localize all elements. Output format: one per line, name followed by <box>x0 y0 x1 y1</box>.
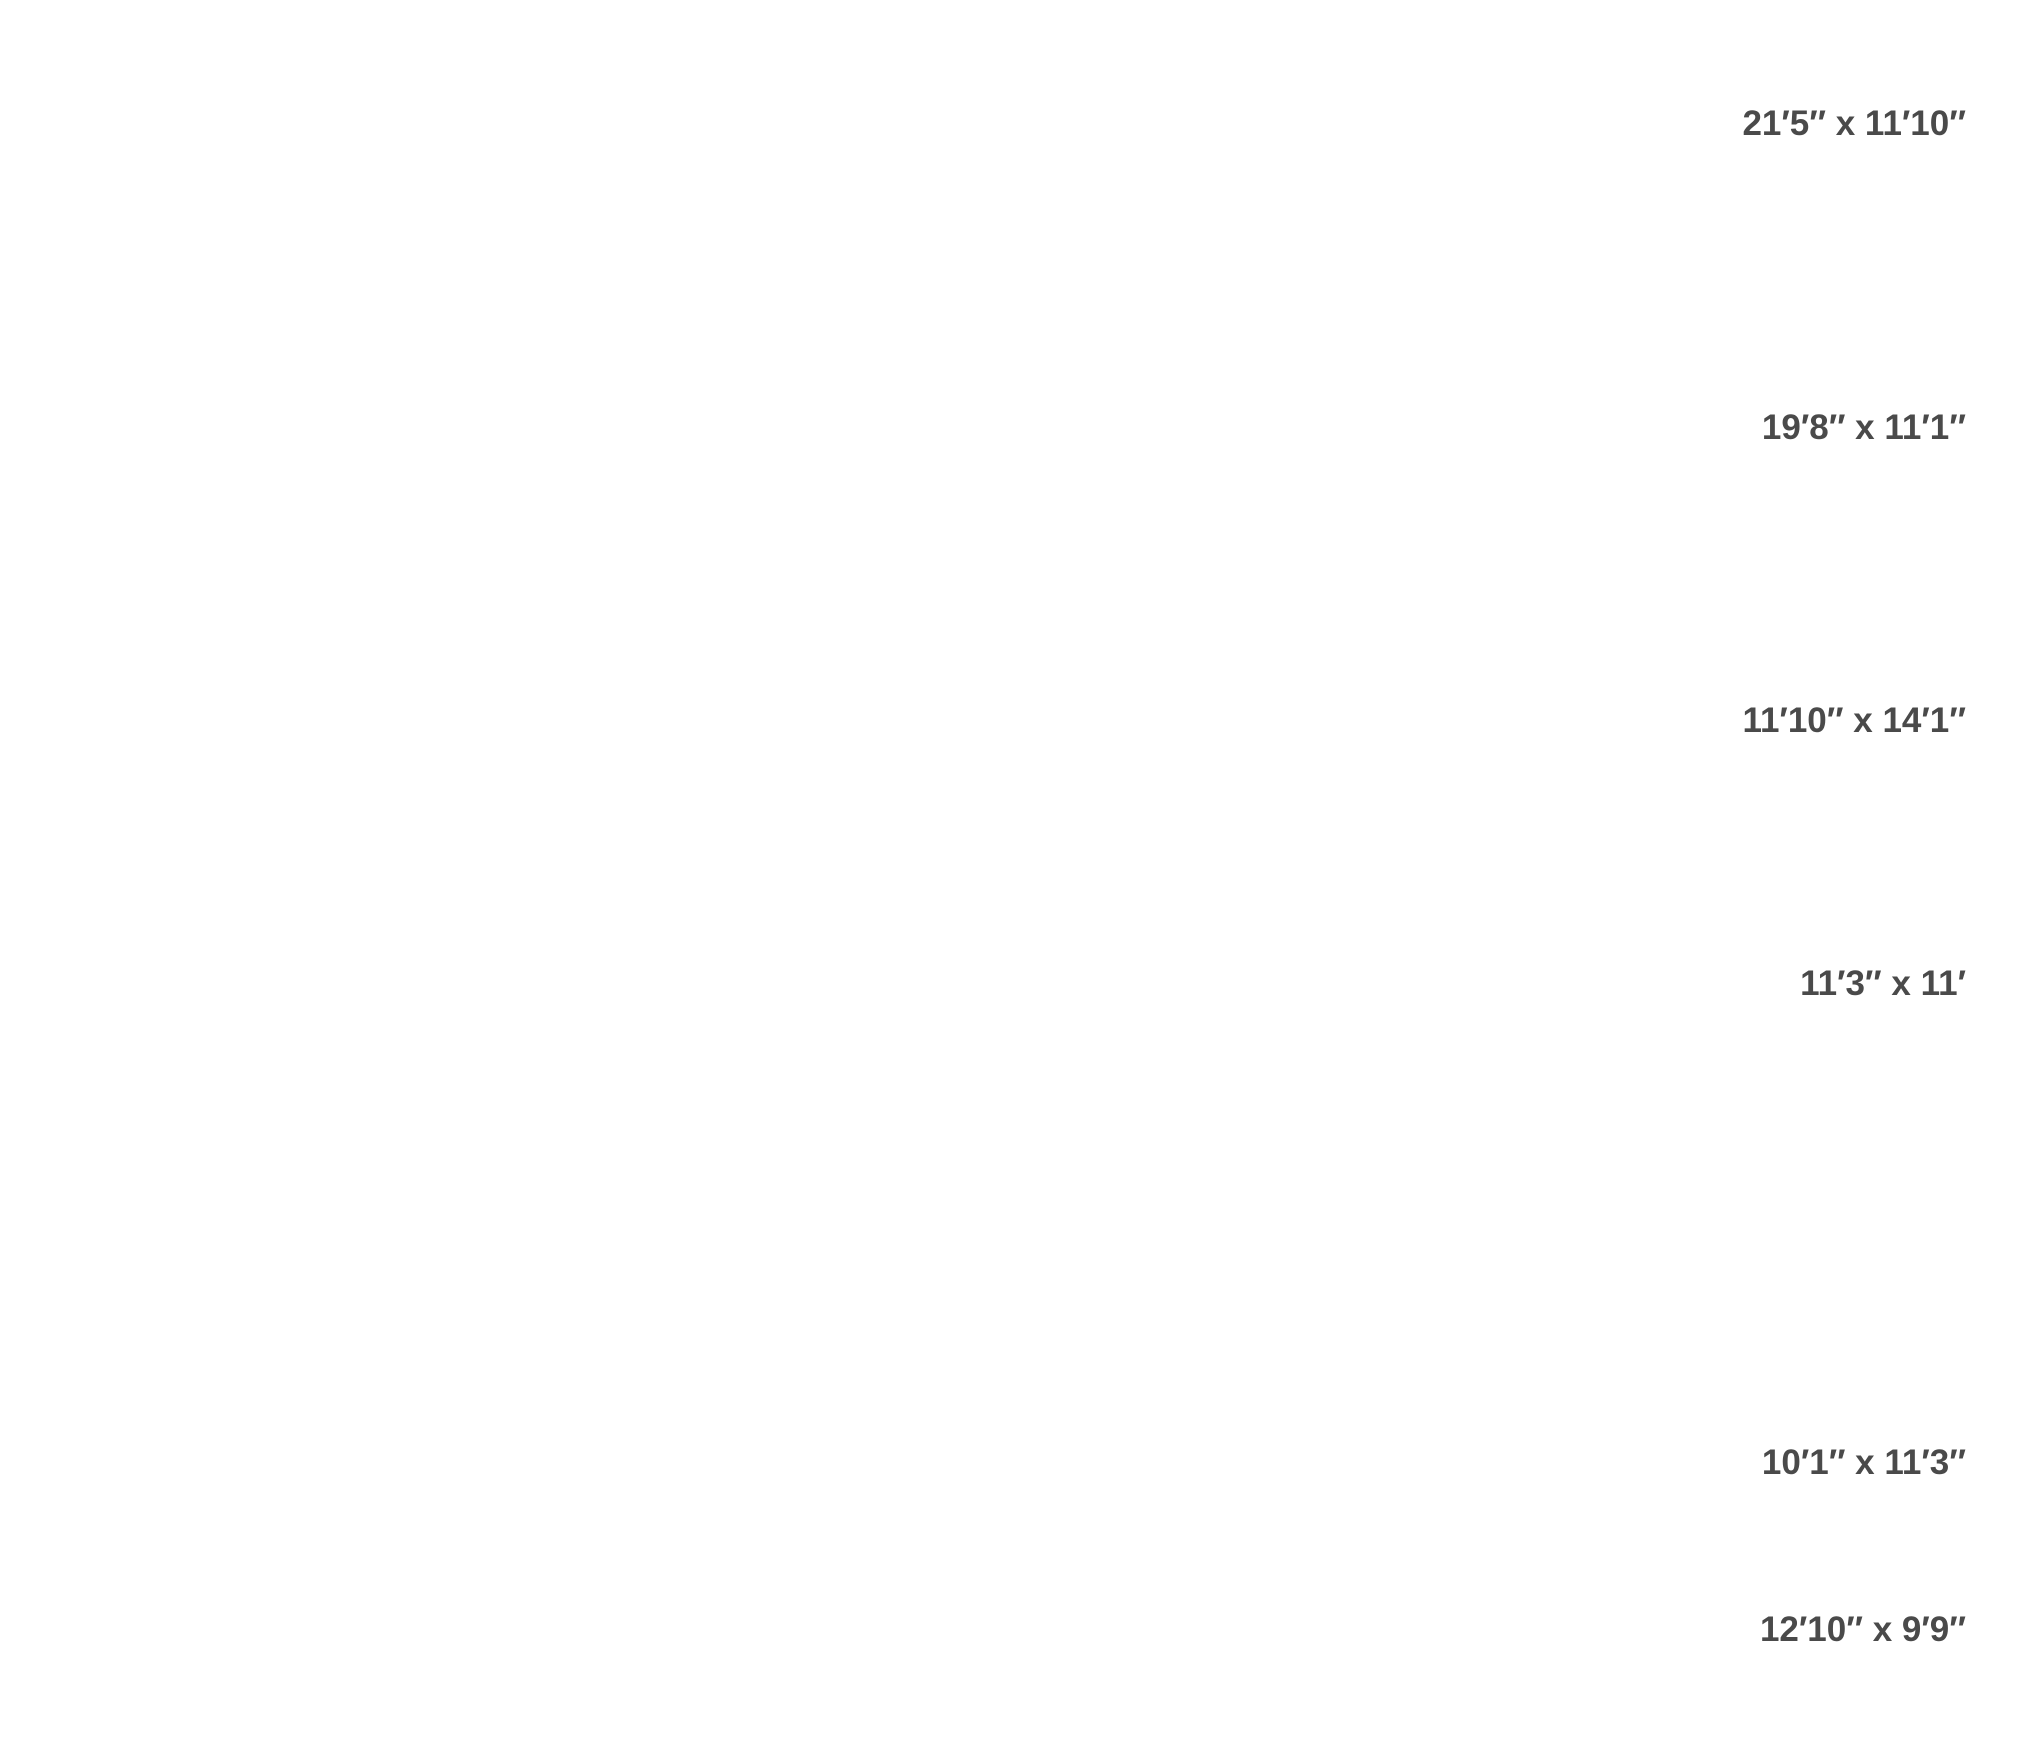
room-dimension-label: 11′10″ x 14′1″ <box>1742 701 1966 740</box>
room-dimension-label: 10′1″ x 11′3″ <box>1761 1443 1966 1482</box>
room-dimension-label: 19′8″ x 11′1″ <box>1761 408 1966 447</box>
room-dimension-label: 21′5″ x 11′10″ <box>1742 104 1966 143</box>
room-dimension-label: 12′10″ x 9′9″ <box>1759 1610 1966 1649</box>
room-dimension-label: 11′3″ x 11′ <box>1800 964 1966 1003</box>
